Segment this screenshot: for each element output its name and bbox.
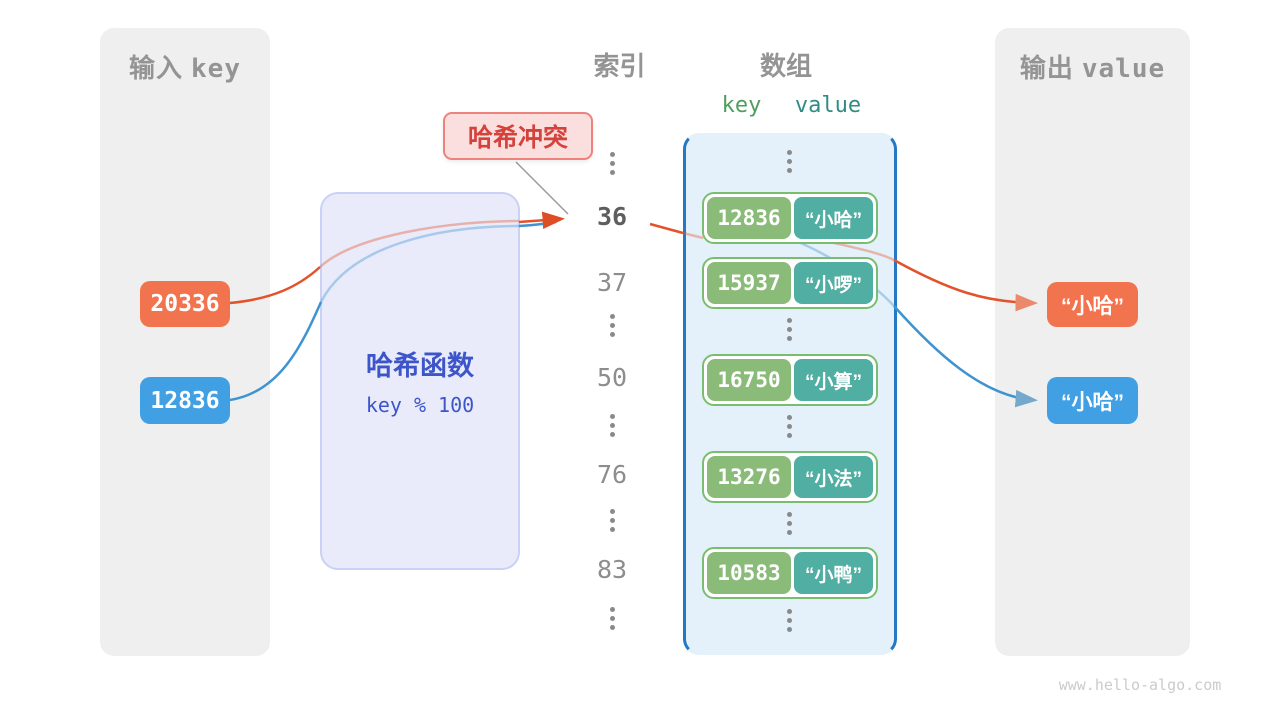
bucket-key: 12836 — [707, 197, 791, 239]
input-key-12836: 12836 — [140, 377, 230, 424]
index-37: 37 — [596, 268, 628, 297]
array-value-header: value — [794, 93, 862, 118]
bucket-value: “小啰” — [794, 262, 873, 304]
index-ellipsis — [607, 314, 617, 337]
bucket-key: 15937 — [707, 262, 791, 304]
output-panel-title-zh: 输出 — [1019, 53, 1074, 83]
output-value-orange: “小哈” — [1047, 282, 1138, 327]
watermark: www.hello-algo.com — [1058, 676, 1222, 694]
arrow-hash-to-index-orange — [518, 211, 565, 230]
input-panel-title-code: key — [191, 54, 241, 84]
bucket-row-15937: 15937 “小啰” — [702, 257, 878, 309]
index-ellipsis — [607, 152, 617, 175]
bucket-row-10583: 10583 “小鸭” — [702, 547, 878, 599]
hash-function-title: 哈希函数 — [366, 351, 474, 381]
output-value-blue: “小哈” — [1047, 377, 1138, 424]
bucket-row-16750: 16750 “小算” — [702, 354, 878, 406]
array-key-header: key — [721, 93, 762, 118]
input-panel-title-zh: 输入 — [129, 53, 184, 83]
input-key-20336: 20336 — [140, 281, 230, 327]
bucket-row-13276: 13276 “小法” — [702, 451, 878, 503]
output-panel-title-code: value — [1081, 54, 1166, 84]
index-50: 50 — [596, 363, 628, 392]
index-ellipsis — [607, 607, 617, 630]
bucket-value: “小哈” — [794, 197, 873, 239]
bucket-row-12836: 12836 “小哈” — [702, 192, 878, 244]
hash-function-box: 哈希函数 key % 100 — [320, 192, 520, 570]
array-column-title: 数组 — [759, 51, 812, 81]
arrow-hash-to-index-blue — [518, 220, 557, 228]
array-ellipsis — [784, 150, 794, 173]
array-ellipsis — [784, 318, 794, 341]
index-76: 76 — [596, 460, 628, 489]
bucket-value: “小算” — [794, 359, 873, 401]
collision-callout-line — [515, 161, 569, 215]
bucket-key: 10583 — [707, 552, 791, 594]
bucket-value: “小鸭” — [794, 552, 873, 594]
bucket-key: 13276 — [707, 456, 791, 498]
bucket-key: 16750 — [707, 359, 791, 401]
array-ellipsis — [784, 415, 794, 438]
index-ellipsis — [607, 414, 617, 437]
index-83: 83 — [596, 555, 628, 584]
index-36: 36 — [596, 202, 628, 231]
array-ellipsis — [784, 512, 794, 535]
arrow-index-to-array — [649, 222, 684, 235]
index-ellipsis — [607, 509, 617, 532]
bucket-value: “小法” — [794, 456, 873, 498]
index-column-title: 索引 — [593, 51, 646, 81]
hash-collision-label: 哈希冲突 — [443, 112, 593, 160]
array-ellipsis — [784, 609, 794, 632]
hash-function-formula: key % 100 — [365, 393, 475, 417]
